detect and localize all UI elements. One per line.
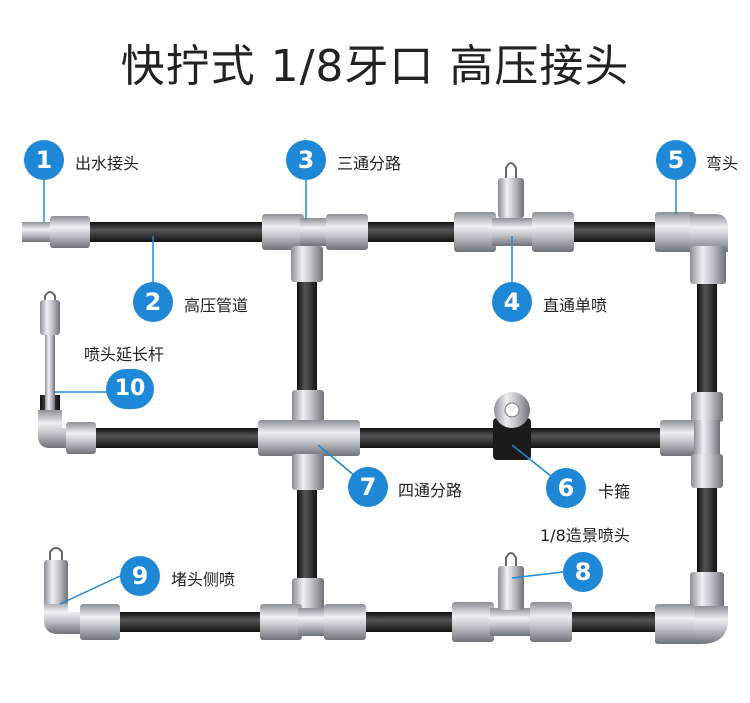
plug-nozzle — [44, 560, 68, 604]
callout-badge-5: 5 — [656, 140, 696, 180]
callout-badge-2: 2 — [133, 282, 173, 322]
callout-label-8: 1/8造景喷头 — [540, 526, 630, 545]
pipe-top-row — [90, 222, 660, 242]
tee-bottom-nut-top — [292, 578, 324, 612]
right-nut-upper — [691, 392, 723, 422]
elbow-top-nut-bottom — [690, 246, 726, 284]
callout-badge-7: 7 — [348, 467, 388, 507]
leader-8 — [511, 571, 564, 579]
callout-label-7: 四通分路 — [398, 481, 463, 500]
landscape-nut-left — [452, 602, 494, 642]
callout-label-6: 卡箍 — [598, 482, 631, 501]
plug-nut — [80, 604, 120, 640]
pipe-bottom-row — [100, 612, 670, 632]
straight-body — [492, 218, 536, 246]
outlet-nut — [50, 216, 90, 248]
landscape-nozzle — [498, 566, 524, 610]
tee-bottom-nut-left — [260, 604, 302, 640]
page-title: 快拧式 1/8牙口 高压接头 — [120, 41, 630, 92]
elbow-bottom-body — [690, 606, 728, 644]
cross-nut-left — [258, 420, 298, 456]
cross-body — [294, 420, 322, 456]
callout-badge-10: 10 — [106, 369, 154, 409]
callout-badge-4: 4 — [492, 282, 532, 322]
tee-bottom-body — [298, 608, 328, 636]
callout-label-2: 高压管道 — [184, 296, 249, 315]
clamp-body — [493, 418, 531, 460]
pipe-middle-row — [90, 428, 680, 448]
right-tee-nut-left — [660, 420, 700, 456]
callout-badge-9: 9 — [120, 556, 160, 596]
tee-top-nut-right — [326, 214, 368, 250]
tee-top-nut-bottom — [291, 246, 323, 282]
fittings — [22, 162, 728, 644]
straight-nut-right — [532, 212, 574, 252]
callout-label-4: 直通单喷 — [543, 296, 608, 315]
callout-label-3: 三通分路 — [337, 154, 402, 173]
callout-label-1: 出水接头 — [75, 154, 140, 173]
plug-elbow — [44, 600, 82, 634]
callout-label-5: 弯头 — [706, 154, 739, 173]
extension-rod — [40, 291, 60, 410]
tee-bottom-nut-right — [324, 604, 366, 640]
extension-elbow — [38, 410, 70, 448]
callout-label-10: 喷头延长杆 — [84, 345, 165, 364]
tee-top-nut-left — [262, 214, 304, 250]
leader-9 — [59, 575, 121, 605]
landscape-nut-right — [530, 602, 572, 642]
outlet-thread — [22, 222, 52, 242]
callout-badge-3: 3 — [286, 140, 326, 180]
cross-nut-right — [320, 420, 360, 456]
elbow-top-nut-left — [655, 212, 695, 252]
cross-nut-top — [292, 390, 324, 426]
callout-label-9: 堵头侧喷 — [171, 570, 236, 589]
right-tee-body — [694, 420, 720, 456]
callout-badge-6: 6 — [546, 468, 586, 508]
straight-nozzle — [498, 178, 524, 218]
straight-nut-left — [454, 212, 496, 252]
elbow-top-body — [690, 214, 728, 252]
extension-elbow-nut — [66, 422, 96, 454]
cross-nut-bottom — [292, 454, 324, 490]
elbow-bottom-nut-left — [655, 604, 695, 644]
elbow-bottom-nut-top — [690, 572, 724, 610]
landscape-body — [490, 608, 534, 636]
callout-badge-8: 8 — [563, 552, 603, 592]
right-nut-lower — [691, 454, 723, 488]
callout-badge-1: 1 — [24, 140, 64, 180]
tee-top-body — [300, 218, 330, 246]
